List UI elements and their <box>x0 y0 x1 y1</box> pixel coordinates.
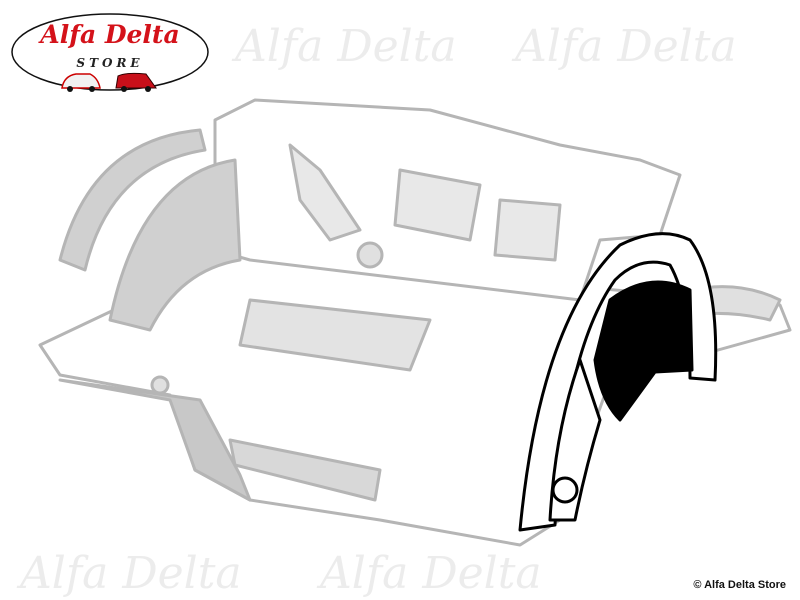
watermark: Alfa Delta <box>515 21 737 72</box>
watermark: Alfa Delta <box>20 548 242 599</box>
brand-logo[interactable]: Alfa Delta STORE <box>10 8 210 100</box>
logo-subtitle: STORE <box>76 56 144 70</box>
logo-title: Alfa Delta <box>40 20 180 49</box>
wheel-arch-highlight <box>518 232 718 532</box>
watermark: Alfa Delta <box>235 21 457 72</box>
copyright-notice: © Alfa Delta Store <box>693 579 786 591</box>
watermark: Alfa Delta <box>320 548 542 599</box>
car-icon <box>115 72 157 92</box>
logo-oval <box>11 13 209 92</box>
car-icon <box>61 73 101 92</box>
